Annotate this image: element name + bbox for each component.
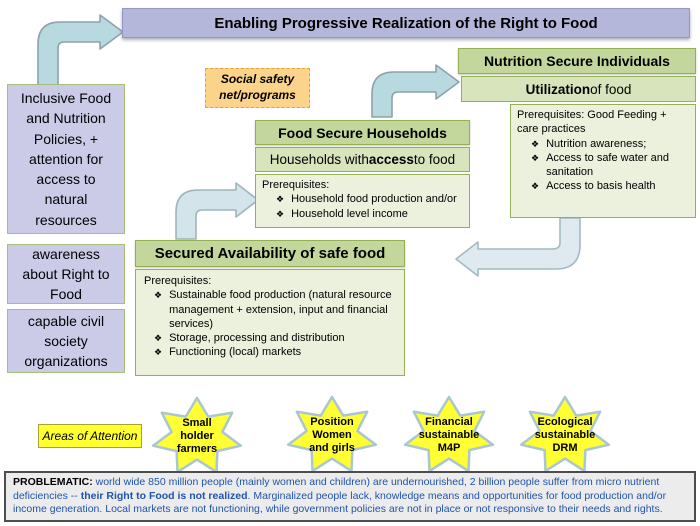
arrow-secured-to-food-icon	[175, 182, 259, 240]
diamond-bullet-icon: ❖	[531, 152, 540, 163]
prerequisites-label: Prerequisites: Good Feeding + care pract…	[517, 109, 667, 136]
arrow-policies-to-title-icon	[37, 14, 124, 87]
list-item-text: Household food production and/or	[291, 193, 457, 206]
star-icon	[403, 395, 495, 473]
list-item: ❖ Nutrition awareness;	[517, 137, 689, 151]
policies-box: Inclusive Food and Nutrition Policies, +…	[7, 84, 125, 234]
star-icon	[151, 396, 243, 474]
diagram-title: Enabling Progressive Realization of the …	[122, 8, 690, 38]
star-label-women: Position Women and girls	[309, 416, 355, 454]
list-item: ❖ Household level income	[262, 207, 463, 221]
diamond-bullet-icon: ❖	[154, 290, 163, 301]
nutrition-sub-post: of food	[590, 81, 632, 97]
list-item-text: Storage, processing and distribution	[169, 332, 345, 345]
problematic-box: PROBLEMATIC: world wide 850 million peop…	[4, 471, 696, 522]
star-label-smallholder: Small holder farmers	[176, 417, 218, 455]
list-item: ❖ Access to safe water and sanitation	[517, 151, 689, 180]
list-item: ❖ Storage, processing and distribution	[144, 331, 396, 345]
problematic-text-bold: their Right to Food is not realized	[80, 489, 248, 502]
star-label-m4p: Financial sustainable M4P	[418, 416, 480, 454]
prerequisites-label: Prerequisites:	[262, 179, 330, 191]
list-item-text: Functioning (local) markets	[169, 346, 302, 359]
star-icon	[519, 395, 611, 473]
list-item: ❖ Household food production and/or	[262, 192, 463, 206]
arrow-food-to-nutrition-icon	[371, 64, 460, 118]
list-item-text: Nutrition awareness;	[546, 137, 647, 150]
diamond-bullet-icon: ❖	[154, 333, 163, 344]
list-item: ❖ Access to basis health	[517, 179, 689, 193]
problematic-label: PROBLEMATIC:	[13, 476, 93, 488]
arrow-nutrition-to-secured-icon	[455, 217, 581, 277]
list-item-text: Household level income	[291, 207, 408, 220]
awareness-box: awareness about Right to Food	[7, 244, 125, 304]
list-item: ❖ Functioning (local) markets	[144, 345, 396, 359]
diamond-bullet-icon: ❖	[276, 208, 285, 219]
nutrition-sub-bold: Utilization	[525, 81, 591, 97]
nutrition-secure-subtitle: Utilization of food	[461, 76, 696, 102]
list-item: ❖ Sustainable food production (natural r…	[144, 288, 396, 331]
food-secure-sub-bold: access	[368, 152, 414, 167]
prerequisites-label: Prerequisites:	[144, 275, 212, 287]
star-label-drm: Ecological sustainable DRM	[534, 416, 596, 454]
food-secure-sub-pre: Households with	[269, 152, 369, 167]
list-item-text: Access to basis health	[546, 180, 656, 193]
diamond-bullet-icon: ❖	[531, 181, 540, 192]
list-item-text: Access to safe water and sanitation	[546, 151, 669, 179]
food-secure-subtitle: Households with access to food	[255, 147, 470, 172]
areas-of-attention-label: Areas of Attention	[38, 424, 142, 448]
list-item-text: Sustainable food production (natural res…	[169, 289, 392, 330]
food-secure-header: Food Secure Households	[255, 120, 470, 145]
food-secure-sub-post: to food	[413, 152, 456, 167]
problematic-text-1: world wide 850 million people (mainly wo…	[13, 476, 660, 502]
food-secure-prerequisites: Prerequisites: ❖ Household food producti…	[255, 174, 470, 228]
diamond-bullet-icon: ❖	[154, 347, 163, 358]
diamond-bullet-icon: ❖	[531, 138, 540, 149]
civil-society-box: capable civil society organizations	[7, 309, 125, 373]
star-icon	[286, 395, 378, 473]
nutrition-prerequisites: Prerequisites: Good Feeding + care pract…	[510, 104, 696, 218]
social-safety-box: Social safety net/programs	[205, 68, 310, 108]
secured-availability-prerequisites: Prerequisites: ❖ Sustainable food produc…	[135, 269, 405, 376]
problematic-text-2: . Marginalized people lack, knowledge me…	[13, 489, 667, 516]
diamond-bullet-icon: ❖	[276, 194, 285, 205]
nutrition-secure-header: Nutrition Secure Individuals	[458, 48, 696, 74]
secured-availability-header: Secured Availability of safe food	[135, 240, 405, 267]
